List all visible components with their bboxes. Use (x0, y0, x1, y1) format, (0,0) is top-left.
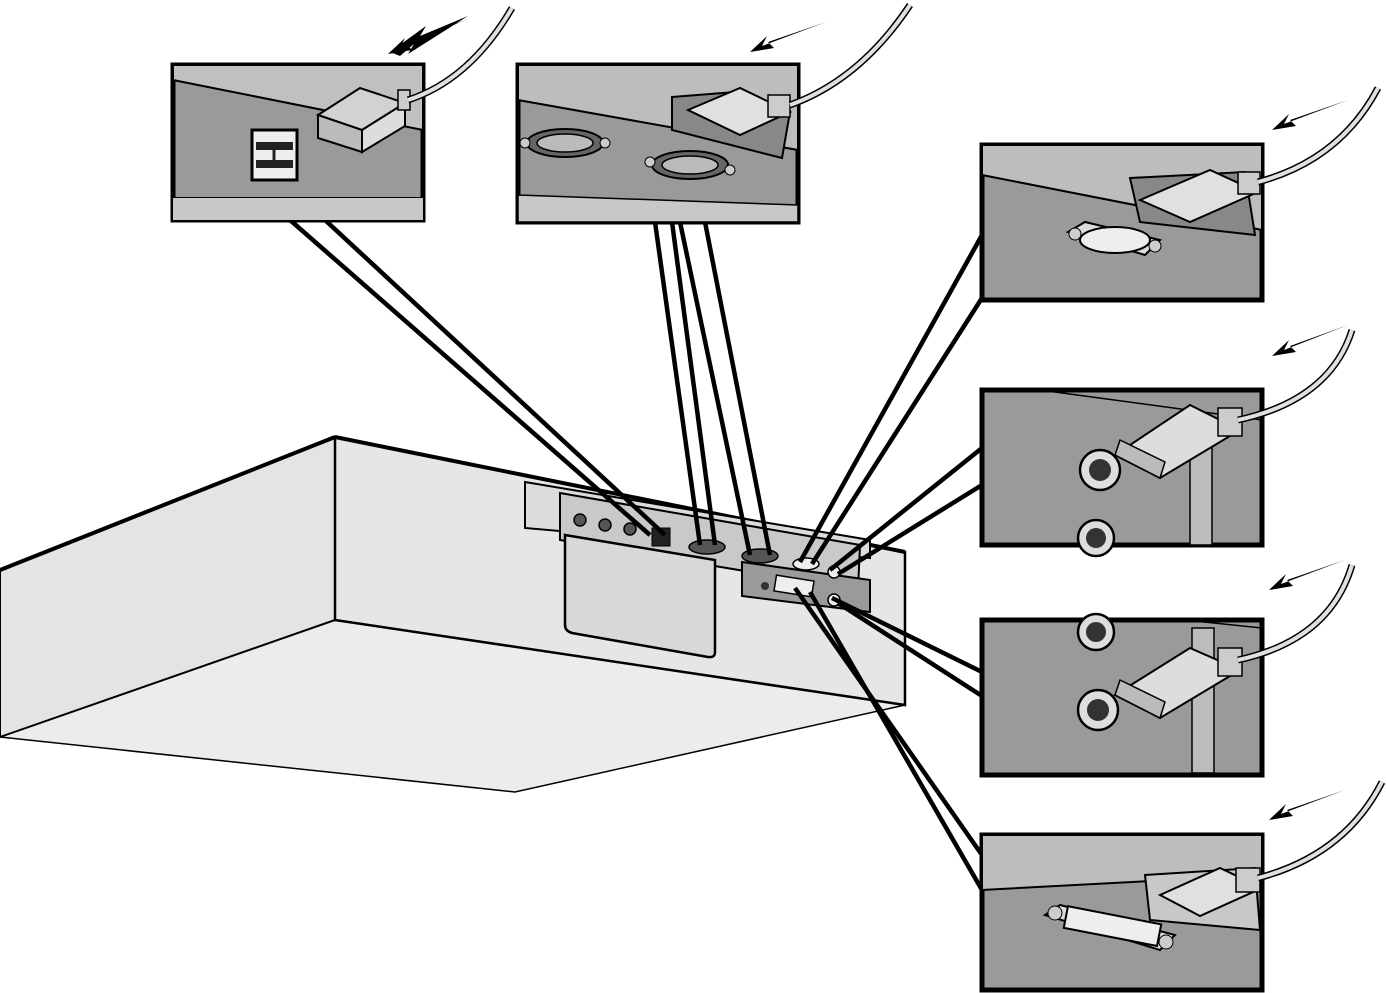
callout-power-connector (170, 6, 516, 223)
vga-plug-icon (1128, 168, 1261, 237)
audio-jack-icon (598, 518, 612, 532)
callout-video-port (979, 86, 1382, 303)
db9-connector-icon (519, 128, 611, 158)
case-serial-port-icon (688, 539, 726, 555)
callout-keyboard-port (979, 325, 1356, 558)
callout-parallel-port (979, 780, 1386, 993)
vga-connector-icon (1065, 220, 1162, 257)
audio-jack-icon (623, 522, 637, 536)
arrow-icon (1272, 100, 1348, 130)
power-socket-icon (250, 128, 299, 182)
serial-plug-icon (671, 86, 793, 160)
arrow-icon (1269, 790, 1345, 820)
callout-serial-ports (515, 3, 913, 225)
arrow-icon (750, 22, 826, 52)
arrow-icon (390, 16, 468, 56)
leader-lines (288, 218, 984, 892)
audio-jack-icon (573, 513, 587, 527)
arrow-icon (388, 18, 470, 54)
parallel-plug-icon (1143, 866, 1265, 932)
power-plug-icon (315, 86, 411, 154)
callout-mouse-port (979, 560, 1356, 778)
printer-cable (1257, 780, 1386, 882)
db25-connector-icon (1042, 903, 1177, 952)
computer-case (0, 435, 907, 793)
serial-cable (788, 3, 913, 109)
case-parallel-port-icon (773, 574, 815, 598)
arrow-icon (1269, 560, 1345, 590)
arrow-icon (1272, 325, 1348, 356)
ps2-plug-icon (1113, 403, 1243, 480)
ps2-plug-icon (1112, 646, 1243, 720)
ps2-connector-icon (1076, 448, 1122, 558)
db9-connector-icon (644, 150, 736, 180)
monitor-cable (1257, 86, 1382, 186)
ps2-connector-icon (1076, 612, 1120, 732)
expansion-card (563, 533, 717, 659)
